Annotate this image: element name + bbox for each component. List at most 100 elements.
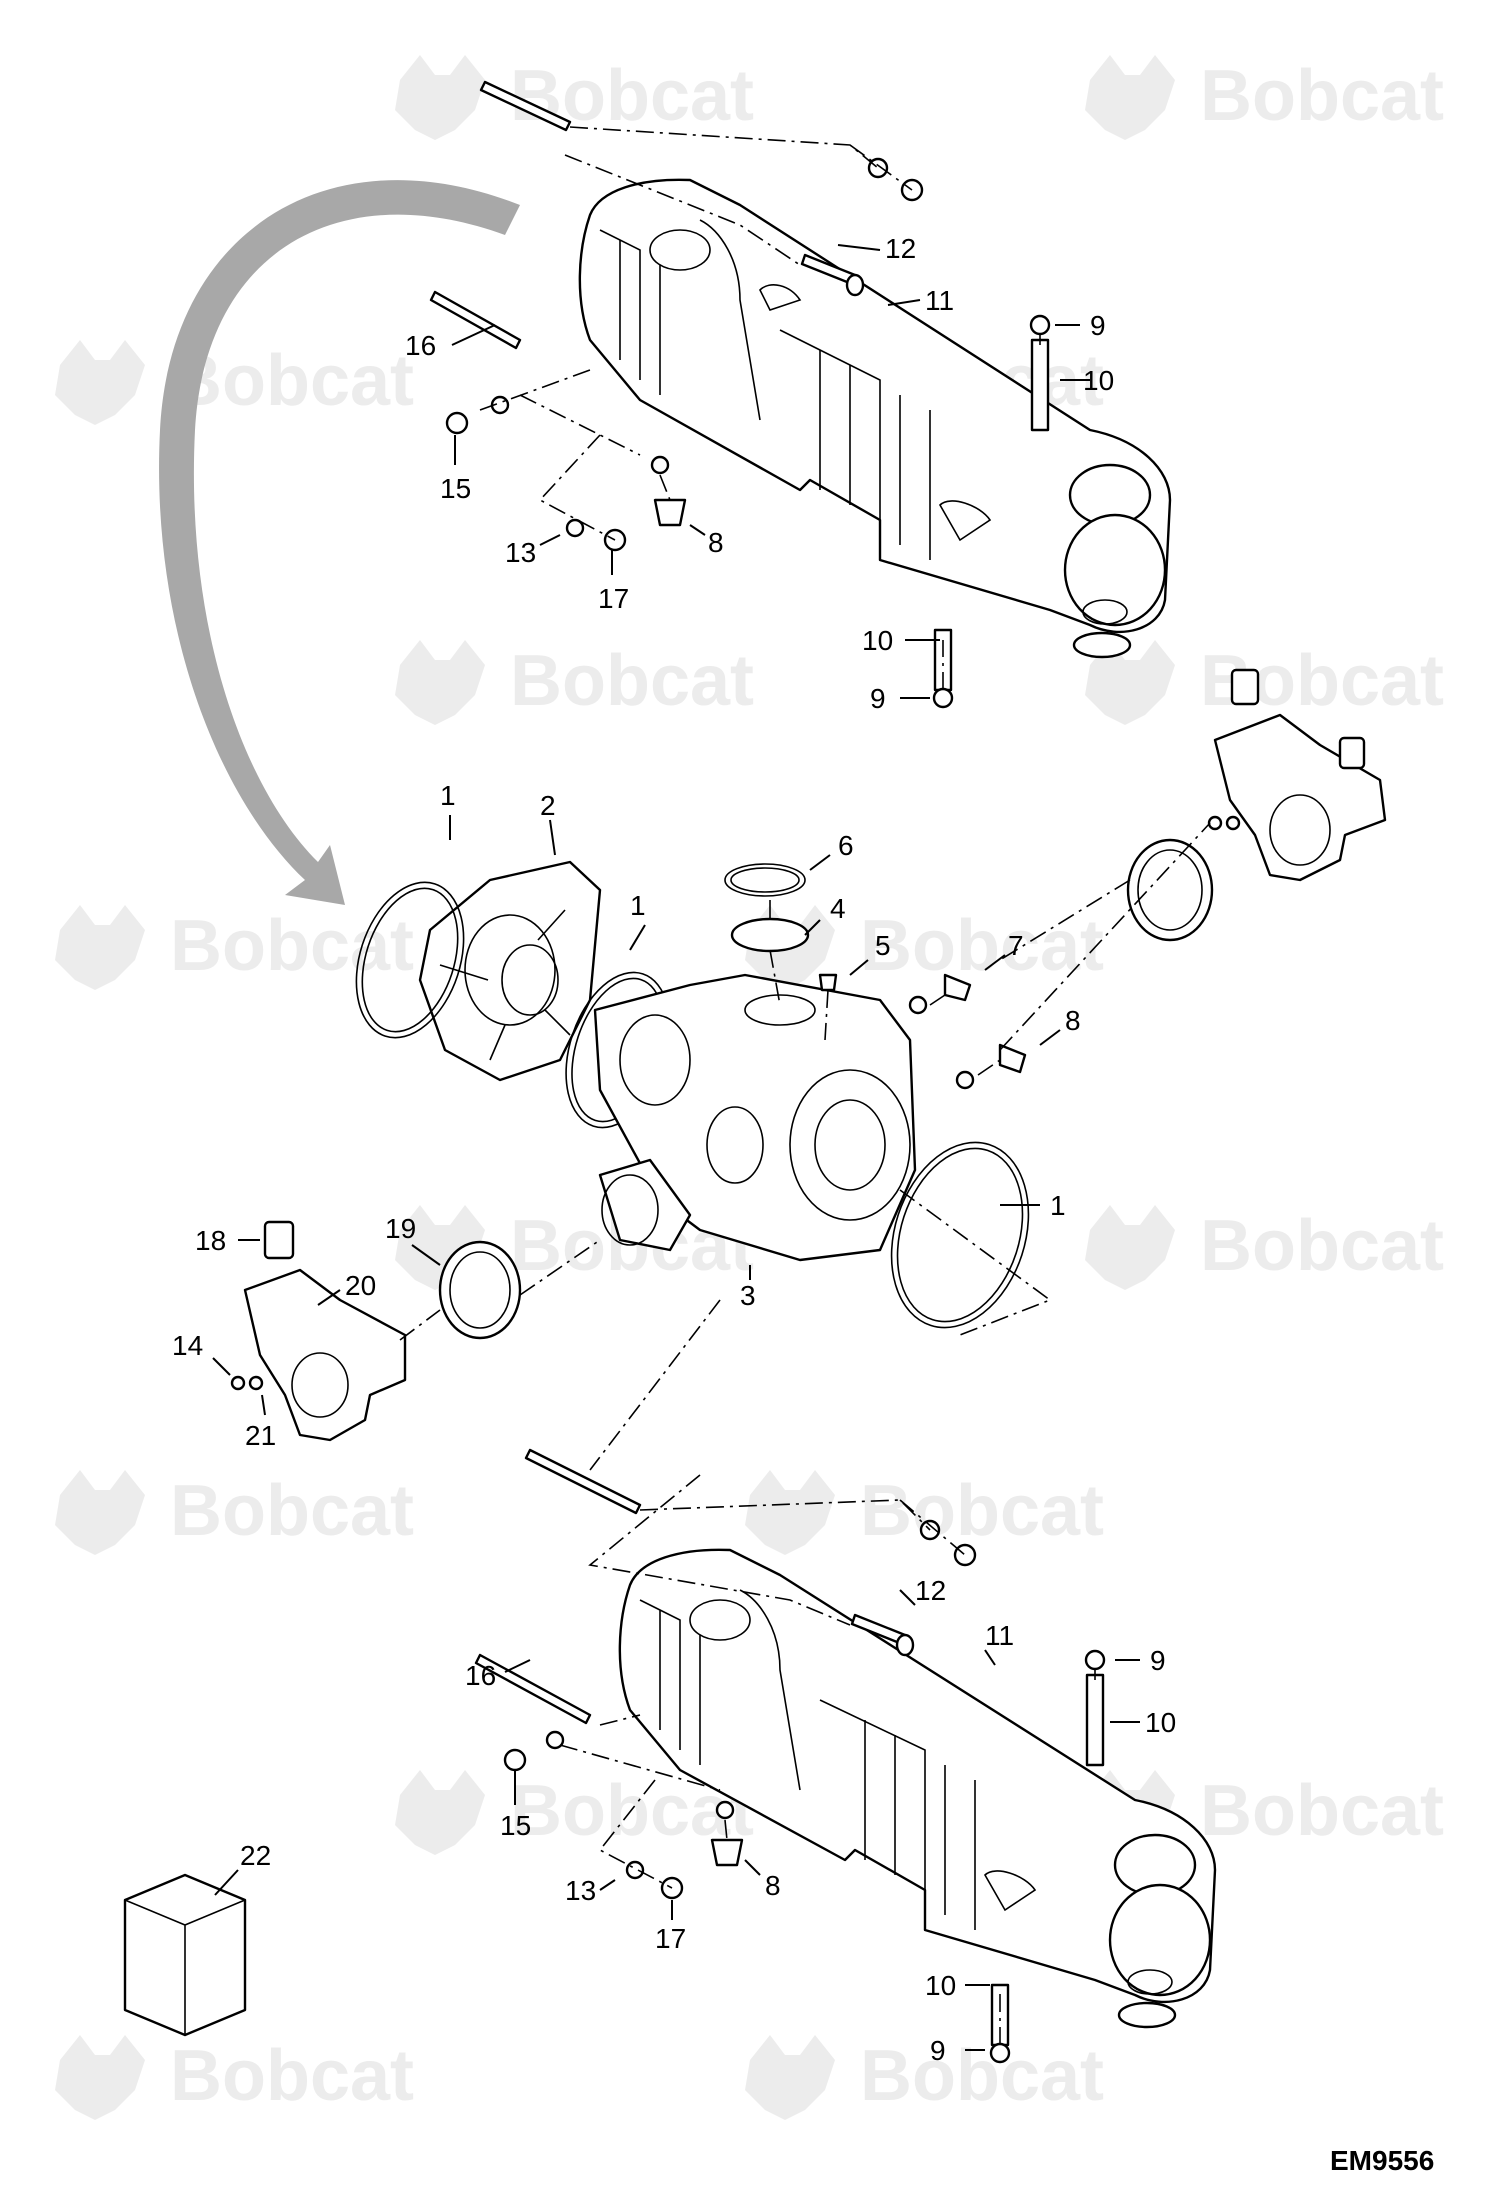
callout-15-bottom: 15 <box>500 1810 531 1841</box>
bobcat-logo-icon <box>395 1770 485 1855</box>
bobcat-logo-icon <box>55 340 145 425</box>
callout-9-bottom: 9 <box>1150 1645 1166 1676</box>
bracket-20-right <box>1213 713 1387 882</box>
dash-lines-top <box>479 126 1041 690</box>
callout-10-top: 10 <box>1083 365 1114 396</box>
bobcat-logo-icon <box>55 1470 145 1555</box>
plug-7-icon <box>943 973 972 1002</box>
callout-1-left: 1 <box>440 780 456 811</box>
callout-10-bottom-lower: 10 <box>925 1970 956 2001</box>
callout-12-top: 12 <box>885 233 916 264</box>
callout-2: 2 <box>540 790 556 821</box>
watermark-text: Bobcat <box>860 1471 1104 1551</box>
nut-icon <box>953 1543 977 1567</box>
stud-10-top <box>1030 338 1050 432</box>
grease-fitting-icon <box>1207 815 1223 831</box>
right-mount <box>1126 668 1387 942</box>
callout-22: 22 <box>240 1840 271 1871</box>
callout-labels: 12 11 9 10 16 15 13 17 8 10 9 1 2 1 6 4 … <box>172 233 1176 2066</box>
stud-16-left-top <box>429 290 522 350</box>
callout-8-bottom: 8 <box>765 1870 781 1901</box>
washer-icon <box>908 995 928 1015</box>
plug-8-bottom <box>710 1838 744 1867</box>
washer-icon <box>650 455 670 475</box>
nut-icon <box>1029 314 1051 336</box>
callout-12-bottom: 12 <box>915 1575 946 1606</box>
callout-10-bottom: 10 <box>1145 1707 1176 1738</box>
fasteners-bottom <box>474 1448 1106 2064</box>
watermark-text: Bobcat <box>170 2036 414 2116</box>
bracket-20-left <box>243 1268 407 1442</box>
dash-lines-bottom <box>559 1299 1096 2045</box>
bobcat-logo-icon <box>1085 55 1175 140</box>
callout-18: 18 <box>195 1225 226 1256</box>
callout-5: 5 <box>875 930 891 961</box>
callout-17-top: 17 <box>598 583 629 614</box>
bushing-18-right-b <box>1338 736 1366 770</box>
callout-1-mid: 1 <box>630 890 646 921</box>
grease-fitting-icon <box>230 1375 246 1391</box>
bobcat-logo-icon <box>55 2035 145 2120</box>
watermark-text: Bobcat <box>1200 56 1444 136</box>
callout-1-right: 1 <box>1050 1190 1066 1221</box>
bobcat-logo-icon <box>745 1470 835 1555</box>
callout-21: 21 <box>245 1420 276 1451</box>
grease-fitting-icon <box>1225 815 1241 831</box>
washer-icon <box>867 157 889 179</box>
watermark-text: Bobcat <box>1200 1206 1444 1286</box>
nut-icon <box>445 411 469 435</box>
callout-7: 7 <box>1008 930 1024 961</box>
callout-19: 19 <box>385 1213 416 1244</box>
washer-icon <box>715 1800 735 1820</box>
stud-16-top <box>479 80 572 132</box>
callout-6: 6 <box>838 830 854 861</box>
nut-icon <box>1084 1649 1106 1671</box>
bushing-19-right <box>1126 838 1214 942</box>
nut-icon <box>932 687 954 709</box>
washer-icon <box>625 1860 645 1880</box>
dash-lines-center <box>399 822 1211 1341</box>
plug-8-icon <box>998 1043 1027 1074</box>
left-mount <box>230 1220 522 1442</box>
watermark-text: Bobcat <box>1200 1771 1444 1851</box>
grease-fitting-icon <box>248 1375 264 1391</box>
watermark-text: Bobcat <box>170 906 414 986</box>
bobcat-logo-icon <box>1085 1205 1175 1290</box>
washer-icon <box>955 1070 975 1090</box>
callout-11-bottom: 11 <box>985 1620 1014 1651</box>
callout-9-mid: 9 <box>870 683 886 714</box>
nut-icon <box>503 1748 527 1772</box>
bobcat-logo-icon <box>395 640 485 725</box>
stud-16-lower-bottom <box>474 1653 592 1725</box>
washer-icon <box>565 518 585 538</box>
bobcat-logo-icon <box>395 55 485 140</box>
callout-9-top: 9 <box>1090 310 1106 341</box>
snap-ring-icon <box>724 863 806 897</box>
stud-10-bottom <box>1085 1673 1105 1767</box>
callout-14: 14 <box>172 1330 203 1361</box>
callout-leaders <box>212 244 1140 2051</box>
cover-plate-icon <box>730 917 810 953</box>
bushing-18-right-a <box>1230 668 1260 706</box>
watermark-text: Bobcat <box>170 1471 414 1551</box>
watermark-text: Bobcat <box>860 906 1104 986</box>
watermark-text: Bobcat <box>860 2036 1104 2116</box>
washer-icon <box>545 1730 565 1750</box>
callout-3: 3 <box>740 1280 756 1311</box>
callout-9-bottom-lower: 9 <box>930 2035 946 2066</box>
callout-10-mid: 10 <box>862 625 893 656</box>
curved-arrow-icon <box>159 180 520 905</box>
callout-20: 20 <box>345 1270 376 1301</box>
callout-13-top: 13 <box>505 537 536 568</box>
callout-13-bottom: 13 <box>565 1875 596 1906</box>
bobcat-logo-icon <box>1085 640 1175 725</box>
bobcat-logo-icon <box>55 905 145 990</box>
bobcat-logo-icon <box>745 2035 835 2120</box>
breather-icon <box>818 973 838 992</box>
callout-17-bottom: 17 <box>655 1923 686 1954</box>
service-kit-box-icon <box>123 1873 247 2037</box>
bushing-19-left <box>438 1240 522 1340</box>
plug-8-top <box>653 498 687 527</box>
axle-housing-top <box>578 178 1172 659</box>
